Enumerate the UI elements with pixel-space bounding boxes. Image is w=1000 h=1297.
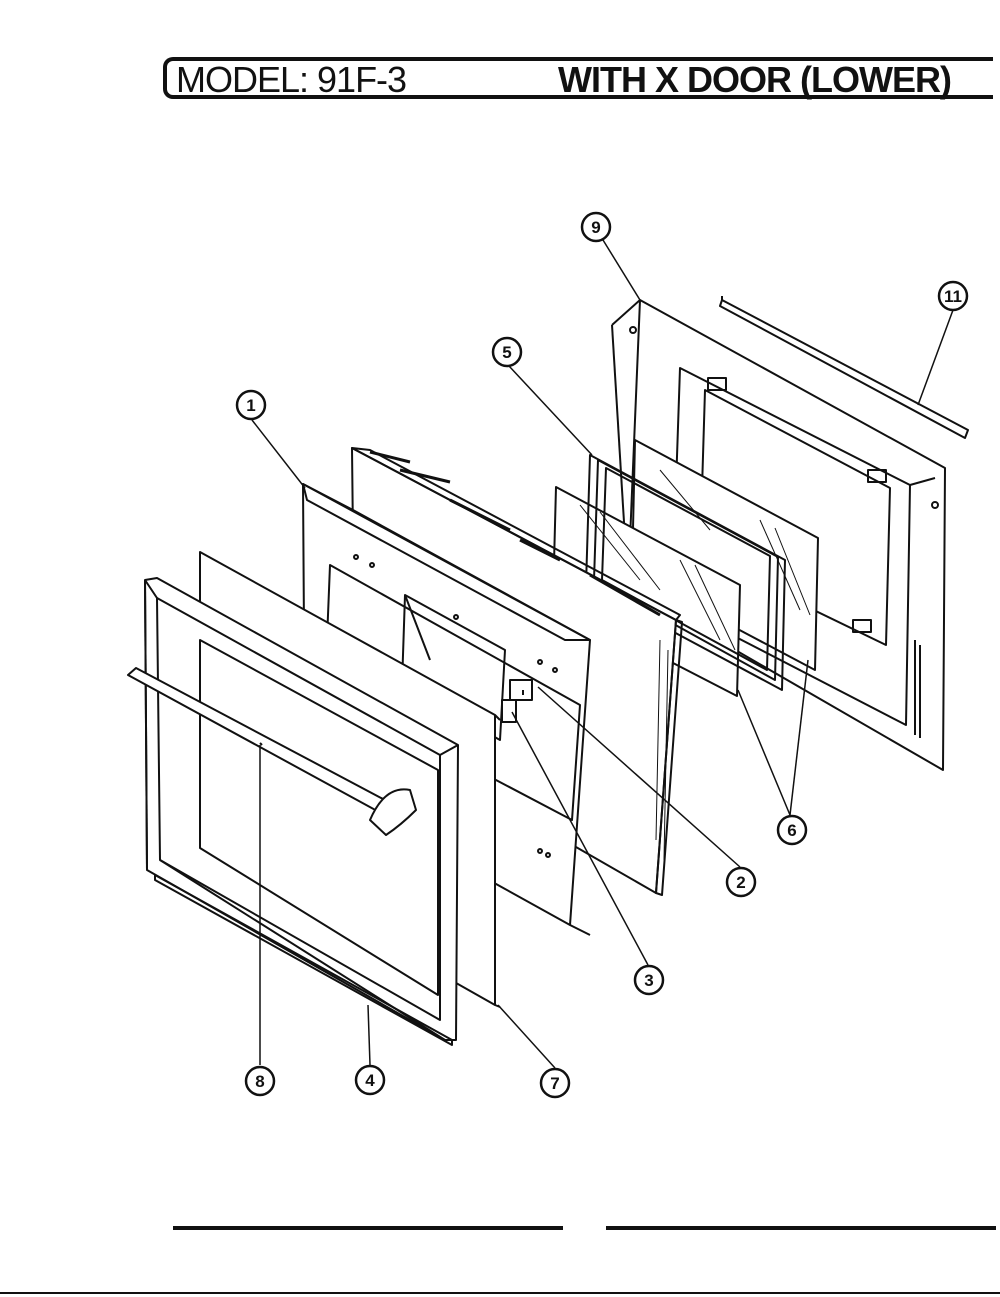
title-frame: [163, 57, 993, 99]
callout-2: 2: [725, 866, 757, 898]
svg-text:6: 6: [787, 821, 796, 840]
svg-text:2: 2: [736, 873, 745, 892]
callout-4: 4: [354, 1064, 386, 1096]
part-outer-door-frame: [144, 577, 459, 1046]
part-top-rail: [719, 296, 969, 439]
footer-rule-right: [606, 1226, 996, 1230]
part-latch-clips: [501, 679, 533, 723]
callout-11: 11: [937, 280, 969, 312]
part-glass-panels: [552, 439, 819, 697]
model-title: MODEL: 91F-3: [176, 59, 407, 100]
assembly-title: WITH X DOOR (LOWER): [558, 59, 952, 100]
svg-text:8: 8: [255, 1072, 264, 1091]
page-bottom-rule: [0, 1292, 1000, 1294]
svg-text:4: 4: [365, 1071, 375, 1090]
callout-1: 1: [235, 389, 267, 421]
callout-9: 9: [580, 211, 612, 243]
callout-5: 5: [491, 336, 523, 368]
part-handle: [127, 667, 417, 836]
svg-text:7: 7: [550, 1074, 559, 1093]
svg-text:1: 1: [246, 396, 255, 415]
callout-6: 6: [776, 814, 808, 846]
leader-lines: [251, 239, 954, 1069]
part-glass-frame: [585, 454, 786, 691]
callout-7: 7: [539, 1067, 571, 1099]
callout-3: 3: [633, 964, 665, 996]
svg-text:3: 3: [644, 971, 653, 990]
svg-text:9: 9: [591, 218, 600, 237]
footer-rule-left: [173, 1226, 563, 1230]
svg-text:5: 5: [502, 343, 511, 362]
callout-8: 8: [244, 1065, 276, 1097]
svg-text:11: 11: [944, 287, 962, 306]
